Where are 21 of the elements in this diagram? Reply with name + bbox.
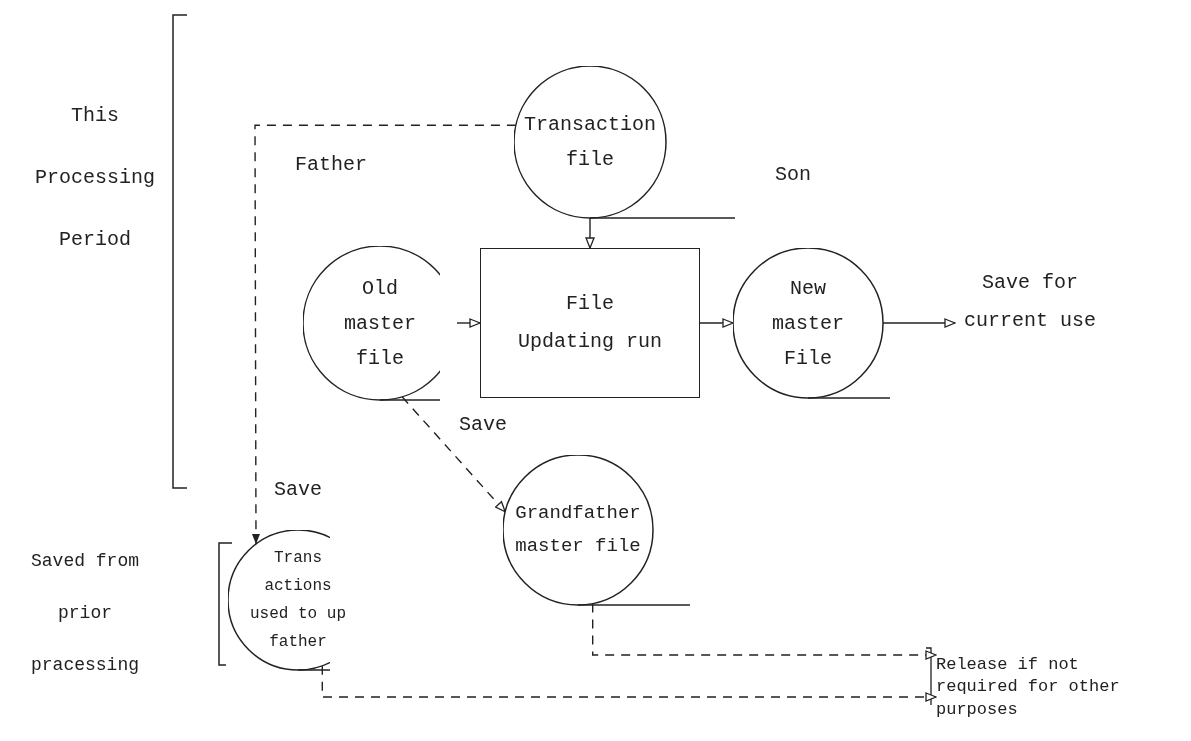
node-text: File Updating run — [517, 291, 663, 355]
process-box — [480, 248, 700, 398]
node-text: Save for current use — [963, 270, 1097, 334]
node-text: Grandfather master file — [514, 500, 642, 559]
arrow — [321, 665, 937, 702]
node-text: Old master file — [343, 275, 417, 372]
tape-reel-circle — [503, 455, 690, 607]
arrow — [401, 396, 506, 513]
arrow — [252, 124, 517, 545]
node-caption: Father — [295, 152, 367, 178]
node-text: Trans actions used to up father — [249, 548, 347, 653]
node-text: Transaction file — [523, 112, 657, 173]
node-text: New master File — [771, 275, 845, 372]
arrow — [699, 318, 734, 328]
node-caption: Son — [775, 162, 811, 188]
bracket-label: This Processing Period — [34, 103, 156, 253]
tape-reel-circle — [733, 248, 890, 400]
tape-reel-circle — [514, 66, 735, 220]
bracket-label: Saved from prior pracessing — [30, 550, 140, 677]
node-text: Release if not required for other purposes — [936, 654, 1121, 721]
arrow — [585, 217, 595, 249]
